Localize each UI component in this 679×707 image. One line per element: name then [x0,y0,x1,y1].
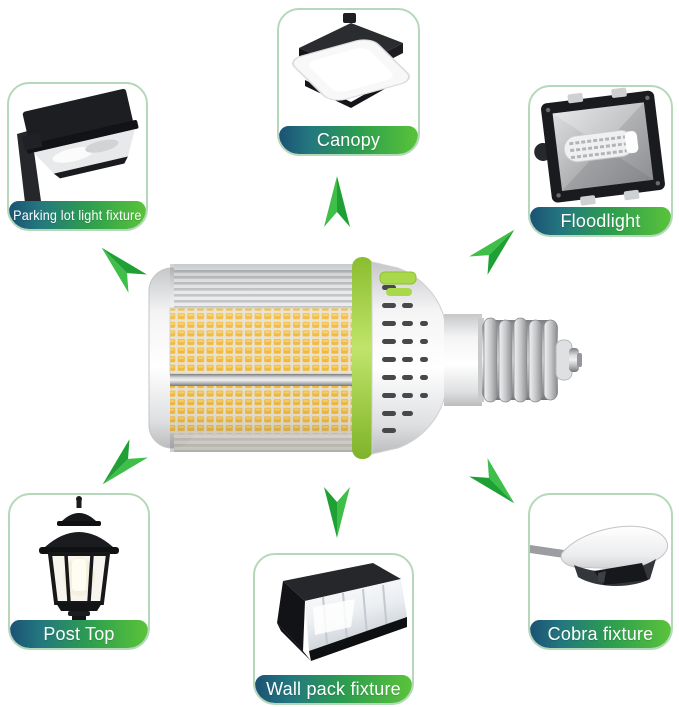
cobra-label-banner: Cobra fixture [530,620,671,648]
green-arrow-up-left-icon [89,235,151,297]
post-top-fixture-image [10,495,148,622]
cobra-label: Cobra fixture [547,624,654,644]
green-arrow-up-icon [321,174,353,230]
post-top-label: Post Top [43,624,115,644]
fixture-card-parking-lot: Parking lot light fixture [7,82,148,231]
led-corn-bulb-image [148,257,582,459]
parking-lot-label-banner: Parking lot light fixture [9,201,146,229]
green-arrow-down-right-icon [465,454,527,516]
parking-lot-fixture-drawing [17,88,139,203]
wall-pack-fixture-image [255,555,412,677]
parking-lot-label: Parking lot light fixture [13,207,142,223]
fixture-card-wall-pack: Wall pack fixture [253,553,414,705]
e39-screw-base [482,317,582,403]
floodlight-label: Floodlight [560,211,641,231]
canopy-label-banner: Canopy [279,126,418,154]
green-arrow-down-icon [321,484,353,540]
bulb-finned-body [169,264,367,452]
base-contact-tip [569,348,579,372]
post-top-fixture-drawing [39,496,119,622]
cobra-fixture-drawing [530,525,668,586]
bulb-lime-ring [352,257,373,459]
floodlight-fixture-drawing [534,87,665,206]
post-top-label-banner: Post Top [10,620,148,648]
fixture-card-post-top: Post Top [8,493,150,650]
bulb-neck [444,314,484,406]
parking-lot-fixture-image [9,84,146,203]
canopy-label: Canopy [316,130,381,150]
fixture-card-canopy: Canopy [277,8,420,156]
fixture-card-cobra: Cobra fixture [528,493,673,650]
bulb-power-selector-switch [379,271,417,285]
wall-pack-label: Wall pack fixture [266,679,401,699]
cobra-fixture-image [530,495,671,622]
green-arrow-down-left-icon [90,435,152,497]
floodlight-fixture-image [530,87,671,209]
canopy-fixture-drawing [292,13,410,108]
floodlight-label-banner: Floodlight [530,207,671,235]
fixture-card-floodlight: Floodlight [528,85,673,237]
green-arrow-up-right-icon [465,217,527,279]
wall-pack-label-banner: Wall pack fixture [255,675,412,703]
wall-pack-fixture-drawing [277,563,407,661]
bulb-vented-housing [371,261,447,455]
canopy-fixture-image [279,10,418,128]
